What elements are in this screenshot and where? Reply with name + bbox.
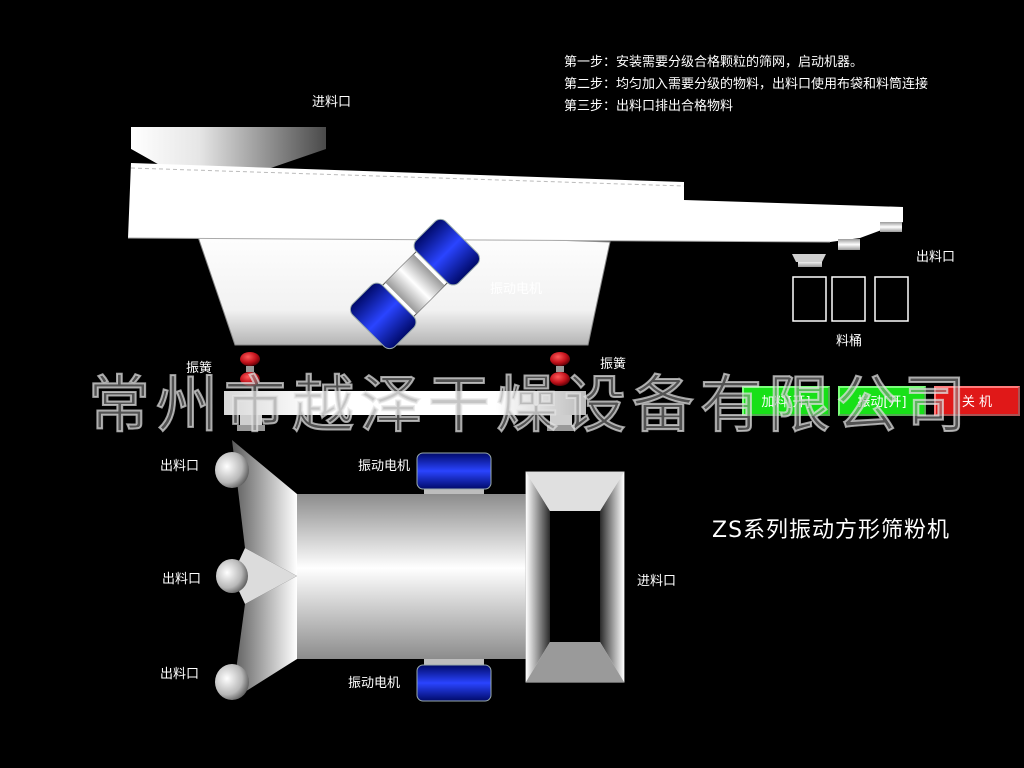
spring-right — [550, 352, 570, 386]
motor-top-mount — [424, 486, 484, 494]
vibration-motor-bottom — [416, 664, 492, 702]
machine-base — [224, 391, 586, 415]
outlet-disc-3 — [215, 664, 249, 700]
vibrate-on-button[interactable]: 振动[开] — [838, 386, 926, 416]
machine-title: ZS系列振动方形筛粉机 — [712, 518, 951, 543]
label-outlet-2: 出料口 — [162, 572, 202, 587]
instruction-steps: 第一步：安装需要分级合格颗粒的筛网，启动机器。 第二步：均匀加入需要分级的物料，… — [564, 52, 928, 118]
label-motor-bottom: 振动电机 — [348, 676, 401, 691]
feed-on-button[interactable]: 加料[开] — [742, 386, 830, 416]
step-1: 第一步：安装需要分级合格颗粒的筛网，启动机器。 — [564, 55, 864, 70]
screen-deck — [128, 163, 903, 242]
label-outlet-1: 出料口 — [160, 459, 200, 474]
vibration-motor-side — [349, 218, 481, 350]
inlet-hopper — [131, 127, 326, 171]
spring-left — [240, 352, 260, 386]
step-2: 第二步：均匀加入需要分级的物料，出料口使用布袋和料筒连接 — [564, 77, 929, 92]
deck-outlet-2 — [838, 239, 860, 250]
deck-outlet-3 — [880, 222, 902, 232]
motor-bottom-mount — [424, 659, 484, 667]
label-bucket: 料桶 — [836, 334, 863, 349]
label-inlet-plan: 进料口 — [637, 574, 677, 589]
step-3: 第三步：出料口排出合格物料 — [564, 99, 734, 114]
outlet-wing-bottom — [232, 576, 297, 700]
label-motor-top: 振动电机 — [358, 459, 411, 474]
label-inlet-top: 进料口 — [312, 95, 352, 110]
outlet-disc-1 — [215, 452, 249, 488]
label-motor-side: 振动电机 — [490, 282, 543, 297]
label-spring-right: 振簧 — [600, 357, 627, 372]
bucket-3 — [874, 276, 909, 322]
label-outlet-3: 出料口 — [160, 667, 200, 682]
vibration-motor-top — [416, 452, 492, 490]
outlet-disc-2 — [216, 559, 248, 593]
screen-box-plan — [297, 494, 526, 659]
stop-button[interactable]: 关 机 — [934, 386, 1020, 416]
bucket-2 — [831, 276, 866, 322]
label-spring-left: 振簧 — [186, 361, 213, 376]
bucket-1 — [792, 276, 827, 322]
label-outlet-right: 出料口 — [916, 250, 956, 265]
